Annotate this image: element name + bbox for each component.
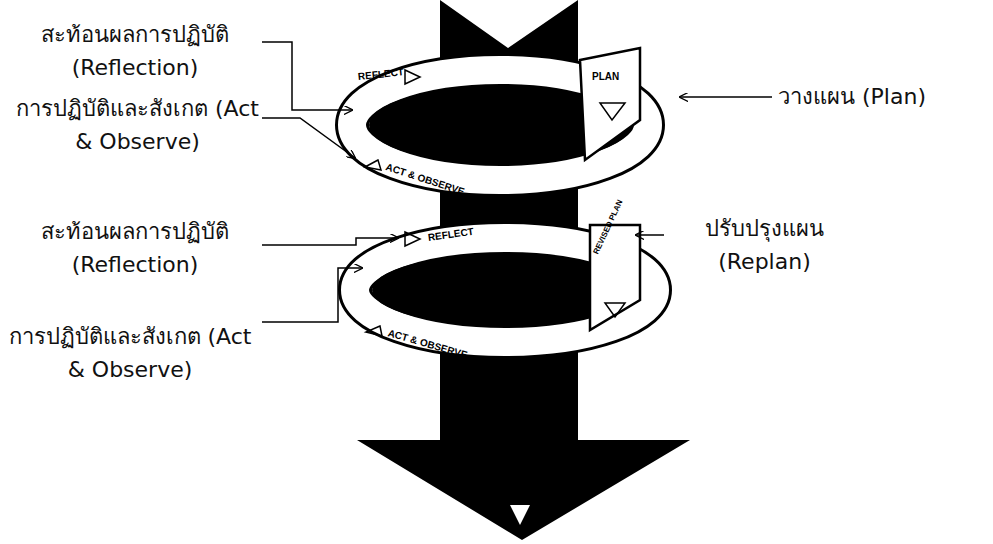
ribbon-text: PLAN (592, 72, 619, 82)
callout-label: วางแผน (Plan) (778, 80, 988, 113)
leader-lines (262, 42, 772, 322)
callout-label: สะท้อนผลการปฏิบัติ (Reflection) (15, 18, 255, 84)
callout-label: ปรับปรุงแผน (Replan) (672, 212, 857, 278)
callout-label: การปฏิบัติและสังเกต (Act & Observe) (15, 92, 260, 158)
callout-label: การปฏิบัติและสังเกต (Act & Observe) (5, 320, 255, 386)
callout-label: สะท้อนผลการปฏิบัติ (Reflection) (15, 215, 255, 281)
